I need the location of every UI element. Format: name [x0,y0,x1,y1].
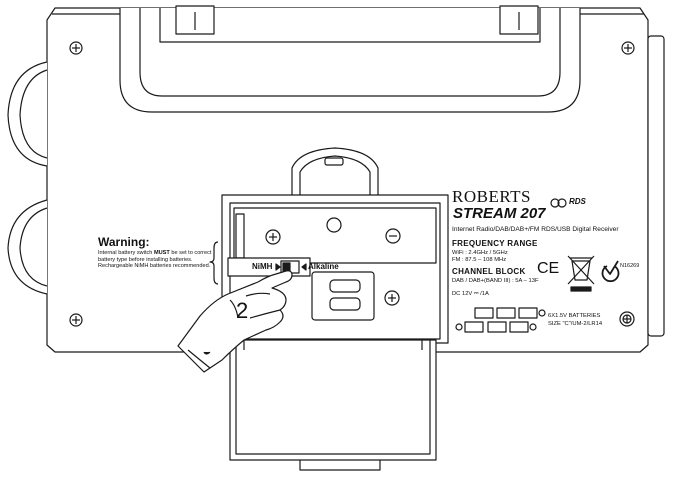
left-knob-top [7,61,48,167]
weee-bin-icon [567,255,595,292]
warning-brace [209,241,219,285]
brand-name: ROBERTS [452,187,531,206]
rds-logo-icon [550,198,567,208]
model-name: STREAM 207 [453,205,546,222]
warning-text-part: be set to correct battery type before in… [98,250,212,270]
ce-mark: CE [537,260,560,277]
pointing-hand [177,270,293,373]
switch-alkaline-label: Alkaline [308,262,339,271]
step-number: 2 [236,298,249,323]
rds-logo-text: RDS [569,197,586,206]
screw-bottom-left [69,313,83,327]
screw-bottom-right [619,311,635,327]
wifi-range: WiFi : 2.4GHz / 5GHz [452,250,508,256]
certification-code: N16269 [620,263,640,269]
dc-rating: DC 12V ⎓ /1A [452,291,489,297]
screw-top-left [69,41,83,55]
channel-heading: CHANNEL BLOCK [452,267,526,276]
fm-range: FM : 87.5 – 108 MHz [452,257,507,263]
carry-handle [119,8,581,113]
switch-nimh-label: NiMH [252,262,273,271]
frequency-heading: FREQUENCY RANGE [452,239,538,248]
left-knob-bottom [7,199,48,295]
warning-text: Internal battery switch MUST be set to c… [98,250,226,270]
warning-emphasis: MUST [153,250,170,256]
battery-door [229,339,437,461]
battery-spec-count: 6X1.5V BATTERIES [548,313,601,319]
warning-title: Warning: [98,235,150,249]
warning-text-part: Internal battery switch [98,250,154,256]
battery-spec-size: SIZE "C"/UM-2/LR14 [548,321,603,327]
cover-latch [291,147,379,196]
rcm-mark-icon [601,260,620,283]
product-description: Internet Radio/DAB/DAB+/FM RDS/USB Digit… [452,226,619,233]
battery-polarity-diagram [455,307,546,333]
channel-range: DAB / DAB+(BAND III) : 5A – 13F [452,278,539,284]
screw-top-right [621,41,635,55]
